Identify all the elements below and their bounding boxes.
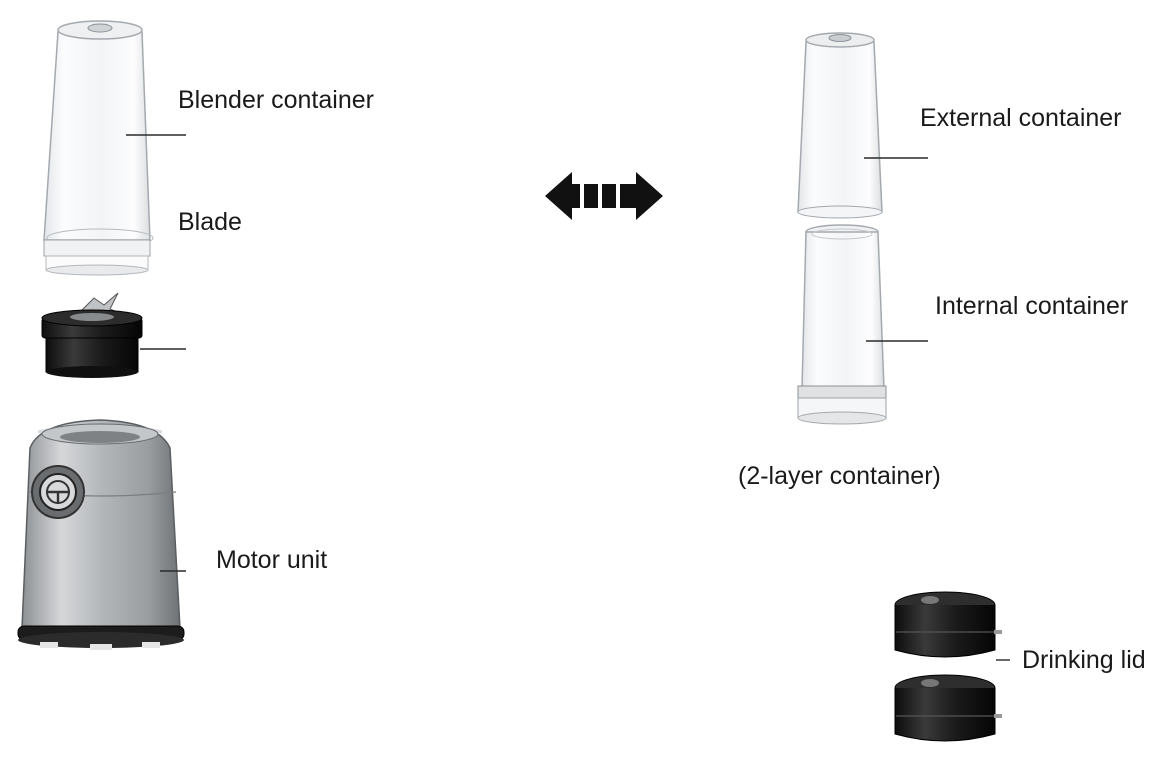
blade-drawing xyxy=(41,292,143,378)
label-two-layer-caption: (2-layer container) xyxy=(738,462,941,490)
external-container-drawing xyxy=(797,32,883,219)
label-drinking-lid: Drinking lid xyxy=(1022,646,1146,674)
drinking-lid-top-drawing xyxy=(894,591,1002,658)
blender-container-drawing xyxy=(43,20,154,276)
motor-unit-drawing xyxy=(17,419,185,650)
label-blade: Blade xyxy=(178,208,242,236)
leader-lines xyxy=(126,134,1010,661)
double-arrow-icon xyxy=(545,172,663,220)
internal-container-drawing xyxy=(797,224,887,425)
label-external-container: External container xyxy=(920,104,1122,132)
label-blender-container: Blender container xyxy=(178,86,374,114)
label-internal-container: Internal container xyxy=(935,292,1129,320)
drinking-lid-bottom-drawing xyxy=(894,674,1002,742)
label-motor-unit: Motor unit xyxy=(216,546,328,574)
